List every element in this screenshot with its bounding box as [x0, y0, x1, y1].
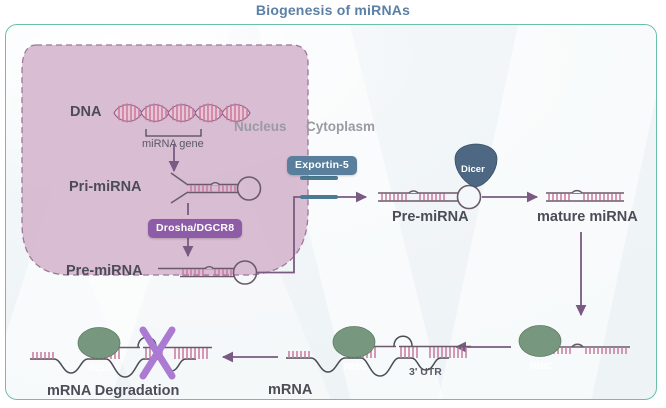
mrna-risc-complex [286, 326, 471, 377]
degradation-x-mark [139, 326, 176, 380]
mirna-gene-bracket [145, 129, 202, 137]
label-mature-mirna: mature miRNA [537, 209, 638, 225]
nuclear-pore [300, 176, 338, 199]
label-mrna-degradation: mRNA Degradation [47, 383, 180, 399]
dna-helix [113, 103, 251, 123]
drosha-badge[interactable]: Drosha/DGCR8 [148, 219, 243, 238]
dicer-protein [454, 143, 498, 188]
risc-loaded-mirna [518, 325, 630, 357]
label-cytoplasm-zone: Cytoplasm [306, 119, 376, 134]
pre-mirna-cytoplasm-structure [378, 184, 482, 210]
label-mirna-gene: miRNA gene [142, 138, 204, 150]
diagram-panel: DNA miRNA gene Nucleus Cytoplasm Pri-miR… [5, 24, 657, 400]
label-mrna: mRNA [268, 382, 313, 398]
label-nucleus-zone: Nucleus [234, 119, 287, 134]
label-pre-mirna-nucleus: Pre-miRNA [66, 263, 143, 279]
pri-mirna-structure [170, 172, 262, 204]
label-3utr: 3' UTR [409, 366, 442, 378]
label-pri-mirna: Pri-miRNA [69, 179, 142, 195]
mature-mirna-structure [546, 189, 624, 202]
pre-mirna-nucleus-structure [158, 260, 258, 285]
diagram-graphics [21, 44, 630, 380]
nucleus-region [21, 44, 309, 276]
label-pre-mirna-cytoplasm: Pre-miRNA [392, 209, 469, 225]
mrna-degradation-complex [30, 326, 212, 380]
exportin5-badge[interactable]: Exportin-5 [287, 156, 357, 175]
label-dna: DNA [70, 104, 102, 120]
page-title: Biogenesis of miRNAs [255, 2, 411, 18]
